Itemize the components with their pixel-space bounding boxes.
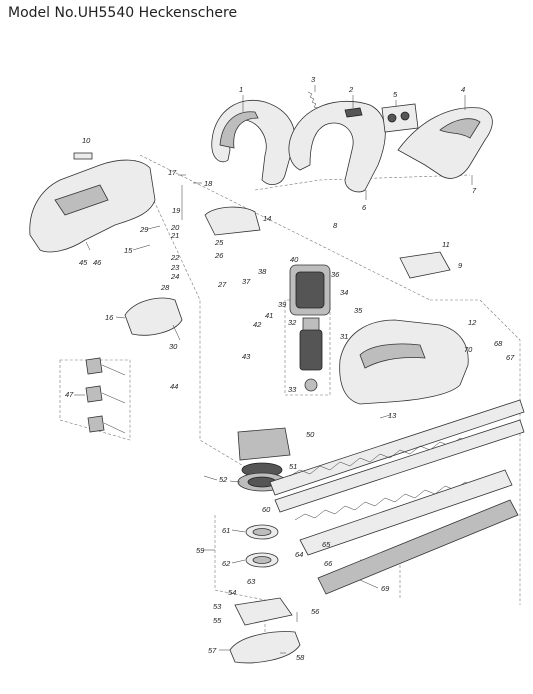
- front-handle-part: [211, 99, 296, 185]
- callout-65: 65: [322, 540, 331, 549]
- callout-12: 12: [468, 318, 477, 327]
- lower-cover-part: [124, 297, 183, 336]
- blade-guide-part: [299, 469, 513, 556]
- callout-18: 18: [204, 179, 213, 188]
- warning-label-part: [381, 103, 419, 133]
- callout-39: 39: [278, 300, 287, 309]
- callout-leader-lines: [74, 85, 466, 651]
- callout-57: 57: [208, 646, 217, 655]
- page-title: Model No.UH5540 Heckenschere: [8, 5, 238, 21]
- callout-45: 45: [79, 258, 88, 267]
- callout-67: 67: [506, 353, 515, 362]
- callout-36: 36: [331, 270, 340, 279]
- callout-4: 4: [461, 85, 465, 94]
- callout-63: 63: [247, 577, 256, 586]
- callout-22: 22: [170, 253, 180, 262]
- armature-part: [299, 317, 323, 392]
- callout-13: 13: [388, 411, 397, 420]
- callout-30: 30: [169, 342, 178, 351]
- callout-19: 19: [172, 206, 181, 215]
- callout-55: 55: [213, 616, 222, 625]
- callout-53: 53: [213, 602, 222, 611]
- callout-50: 50: [306, 430, 315, 439]
- housing-right-half-part: [339, 319, 469, 405]
- callout-59: 59: [196, 546, 205, 555]
- gear-frame-part: [204, 206, 261, 236]
- callout-7: 7: [472, 186, 477, 195]
- callout-37: 37: [242, 277, 251, 286]
- callout-27: 27: [217, 280, 227, 289]
- callout-34: 34: [340, 288, 348, 297]
- callout-38: 38: [258, 267, 267, 276]
- callout-11: 11: [442, 240, 450, 249]
- screws-part: [85, 175, 473, 654]
- callout-54: 54: [228, 588, 236, 597]
- housing-left-half-part: [29, 152, 156, 253]
- callout-33: 33: [288, 385, 297, 394]
- callout-41: 41: [265, 311, 273, 320]
- callout-56: 56: [311, 607, 320, 616]
- callout-52: 52: [219, 475, 228, 484]
- rear-handle-part: [288, 100, 386, 193]
- callout-1: 1: [239, 85, 243, 94]
- callout-23: 23: [170, 263, 180, 272]
- callout-40: 40: [290, 255, 299, 264]
- callout-69: 69: [381, 584, 390, 593]
- callout-10: 10: [82, 136, 91, 145]
- callout-46: 46: [93, 258, 102, 267]
- callout-64: 64: [295, 550, 303, 559]
- spring-part: [307, 91, 319, 109]
- callout-70: 70: [464, 345, 473, 354]
- washer-part: [245, 524, 279, 568]
- callout-28: 28: [160, 283, 170, 292]
- callout-24: 24: [170, 272, 179, 281]
- callout-31: 31: [340, 332, 348, 341]
- callout-5: 5: [393, 90, 398, 99]
- callout-42: 42: [253, 320, 262, 329]
- callout-16: 16: [105, 313, 114, 322]
- callout-47: 47: [65, 390, 74, 399]
- callout-6: 6: [362, 203, 367, 212]
- callout-66: 66: [324, 559, 333, 568]
- hand-guard-part: [397, 107, 493, 179]
- callout-20: 20: [170, 223, 180, 232]
- callout-25: 25: [214, 238, 224, 247]
- gear-cover-part: [229, 597, 301, 664]
- callout-17: 17: [168, 168, 177, 177]
- callout-8: 8: [333, 221, 338, 230]
- callout-58: 58: [296, 653, 305, 662]
- assembly-guide-lines: [59, 154, 521, 640]
- power-cord-part: [85, 357, 126, 434]
- callout-9: 9: [458, 261, 463, 270]
- callout-61: 61: [222, 526, 230, 535]
- callout-29: 29: [139, 225, 149, 234]
- callout-35: 35: [354, 306, 363, 315]
- blade-sheath-part: [317, 499, 519, 595]
- callout-15: 15: [124, 246, 133, 255]
- callout-14: 14: [263, 214, 271, 223]
- stator-part: [289, 264, 331, 316]
- switch-cover-part: [399, 251, 451, 279]
- callout-21: 21: [170, 231, 179, 240]
- callout-51: 51: [289, 462, 297, 471]
- callout-60: 60: [262, 505, 271, 514]
- callout-3: 3: [311, 75, 316, 84]
- callout-44: 44: [170, 382, 178, 391]
- callout-32: 32: [288, 318, 297, 327]
- callout-43: 43: [242, 352, 251, 361]
- callout-62: 62: [222, 559, 231, 568]
- callout-2: 2: [348, 85, 354, 94]
- callout-26: 26: [214, 251, 224, 260]
- callout-labels: 1 2 3 4 5 6 7 8 9 10 11 12 13 14 15 16 1…: [65, 75, 515, 662]
- callout-68: 68: [494, 339, 503, 348]
